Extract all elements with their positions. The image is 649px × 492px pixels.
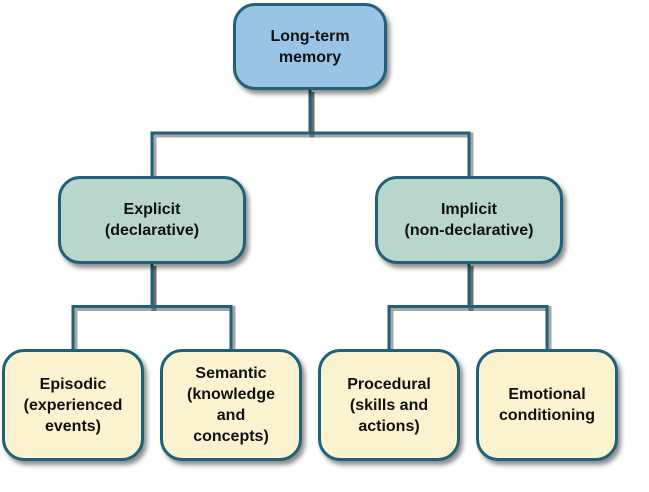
connector-lines	[71, 90, 552, 351]
node-semantic: Semantic (knowledge and concepts)	[160, 349, 302, 461]
connector-implicit-to-emotional-shadow	[468, 266, 552, 351]
connector-explicit-to-semantic	[150, 264, 233, 349]
node-semantic-label: Semantic (knowledge and concepts)	[186, 365, 275, 445]
node-procedural: Procedural (skills and actions)	[318, 349, 460, 461]
node-emotional: Emotional conditioning	[476, 349, 618, 461]
connector-implicit-to-emotional	[467, 264, 549, 349]
node-episodic-label: Episodic (experienced events)	[23, 375, 123, 435]
node-emotional-label: Emotional conditioning	[499, 386, 595, 424]
connector-implicit-to-procedural	[387, 264, 471, 349]
connector-explicit-to-semantic-shadow	[151, 266, 236, 351]
connector-explicit-to-episodic-shadow	[72, 266, 157, 351]
node-episodic: Episodic (experienced events)	[2, 349, 144, 461]
connector-root-to-implicit-shadow	[309, 92, 474, 178]
node-long-term-memory-label: Long-term memory	[270, 27, 350, 66]
node-implicit: Implicit (non-declarative)	[375, 176, 563, 264]
node-procedural-label: Procedural (skills and actions)	[347, 375, 431, 435]
node-long-term-memory: Long-term memory	[233, 3, 387, 90]
node-explicit-label: Explicit (declarative)	[104, 201, 200, 239]
connector-root-to-explicit-shadow	[151, 92, 315, 178]
node-explicit: Explicit (declarative)	[58, 176, 246, 264]
connector-root-to-implicit	[308, 90, 471, 176]
node-implicit-label: Implicit (non-declarative)	[404, 201, 534, 239]
connector-explicit-to-episodic	[71, 264, 154, 349]
connector-root-to-explicit	[150, 90, 312, 176]
connector-implicit-to-procedural-shadow	[388, 266, 474, 351]
